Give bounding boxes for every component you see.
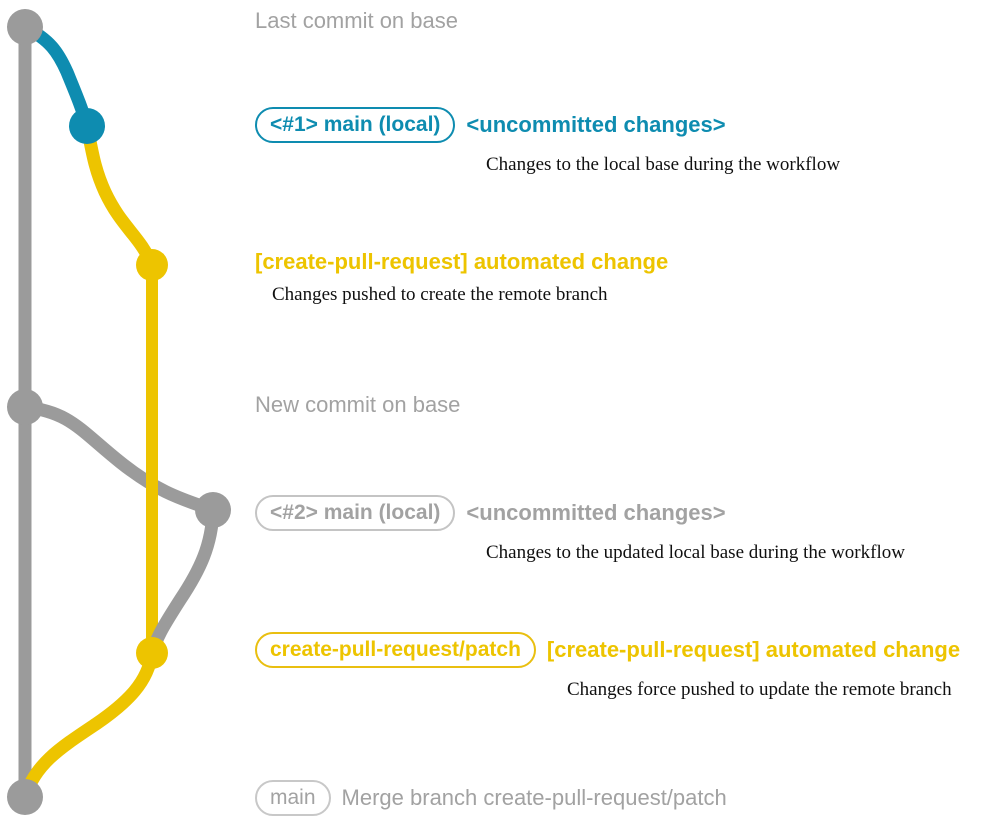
row-head: <#1> main (local) <uncommitted changes>: [255, 107, 840, 143]
commit-subject: Merge branch create-pull-request/patch: [341, 785, 727, 810]
ref-badge-main-local-2[interactable]: <#2> main (local): [255, 495, 456, 531]
commit-node-base-last[interactable]: [7, 9, 43, 45]
ref-badge-main[interactable]: main: [255, 780, 331, 816]
commit-description: Changes to the updated local base during…: [486, 542, 905, 563]
commit-subject: New commit on base: [255, 392, 461, 417]
edge-new-local-to-patch-2: [145, 503, 220, 660]
commit-node-base-new[interactable]: [7, 389, 43, 425]
commit-subject: <uncommitted changes>: [466, 500, 726, 525]
ref-badge-create-pull-request-patch[interactable]: create-pull-request/patch: [255, 632, 536, 668]
commit-node-merge[interactable]: [7, 779, 43, 815]
ref-badge-main-local-1[interactable]: <#1> main (local): [255, 107, 456, 143]
commit-subject: <uncommitted changes>: [466, 112, 726, 137]
commit-row-commit-3: <#2> main (local) <uncommitted changes> …: [255, 495, 905, 562]
commit-subject: [create-pull-request] automated change: [255, 249, 669, 274]
edge-local-1-to-patch-1: [80, 119, 159, 272]
commit-row-merge: main Merge branch create-pull-request/pa…: [255, 780, 727, 816]
commit-node-local-1[interactable]: [69, 108, 105, 144]
commit-description: Changes force pushed to update the remot…: [567, 679, 952, 700]
commit-description: Changes to the local base during the wor…: [486, 154, 841, 175]
commit-node-patch-2[interactable]: [136, 637, 168, 669]
commit-subject: [create-pull-request] automated change: [546, 637, 961, 662]
commit-row-commit-1: <#1> main (local) <uncommitted changes> …: [255, 107, 840, 174]
row-head: create-pull-request/patch [create-pull-r…: [255, 632, 960, 668]
row-head: Last commit on base: [255, 10, 458, 32]
commit-graph: [7, 9, 231, 815]
commit-row-last-commit: Last commit on base: [255, 10, 458, 32]
commit-row-commit-4: create-pull-request/patch [create-pull-r…: [255, 632, 960, 699]
commit-row-new-commit: New commit on base: [255, 394, 460, 416]
row-head: main Merge branch create-pull-request/pa…: [255, 780, 727, 816]
edge-patch-merge-to-base: [18, 646, 159, 804]
commit-node-patch-1[interactable]: [136, 249, 168, 281]
commit-node-local-2[interactable]: [195, 492, 231, 528]
row-head: New commit on base: [255, 394, 460, 416]
row-head: [create-pull-request] automated change: [255, 251, 668, 273]
edge-base-to-new-local: [18, 400, 220, 517]
commit-subject: Last commit on base: [255, 8, 458, 33]
commit-row-commit-2: [create-pull-request] automated change C…: [255, 251, 668, 305]
row-head: <#2> main (local) <uncommitted changes>: [255, 495, 905, 531]
commit-description: Changes pushed to create the remote bran…: [272, 284, 608, 305]
